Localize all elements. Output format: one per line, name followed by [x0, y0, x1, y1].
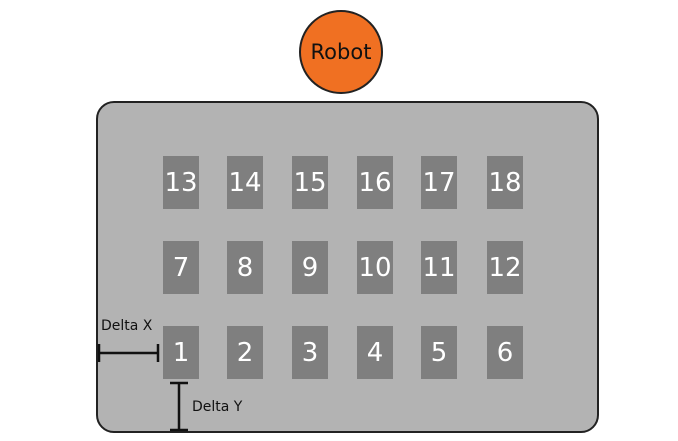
slot-3: 3 [292, 326, 328, 379]
slot-2: 2 [227, 326, 263, 379]
delta-x-label: Delta X [101, 318, 153, 334]
slot-13: 13 [163, 156, 199, 209]
slot-12: 12 [487, 241, 523, 294]
slot-11: 11 [421, 241, 457, 294]
robot-label: Robot [310, 40, 372, 64]
slot-1: 1 [163, 326, 199, 379]
slot-14: 14 [227, 156, 263, 209]
slot-8: 8 [227, 241, 263, 294]
slot-5: 5 [421, 326, 457, 379]
slot-17: 17 [421, 156, 457, 209]
slot-7: 7 [163, 241, 199, 294]
slot-16: 16 [357, 156, 393, 209]
slot-9: 9 [292, 241, 328, 294]
slot-6: 6 [487, 326, 523, 379]
slot-10: 10 [357, 241, 393, 294]
slot-4: 4 [357, 326, 393, 379]
slot-15: 15 [292, 156, 328, 209]
delta-y-label: Delta Y [192, 399, 243, 415]
robot-circle: Robot [299, 10, 383, 94]
slot-18: 18 [487, 156, 523, 209]
